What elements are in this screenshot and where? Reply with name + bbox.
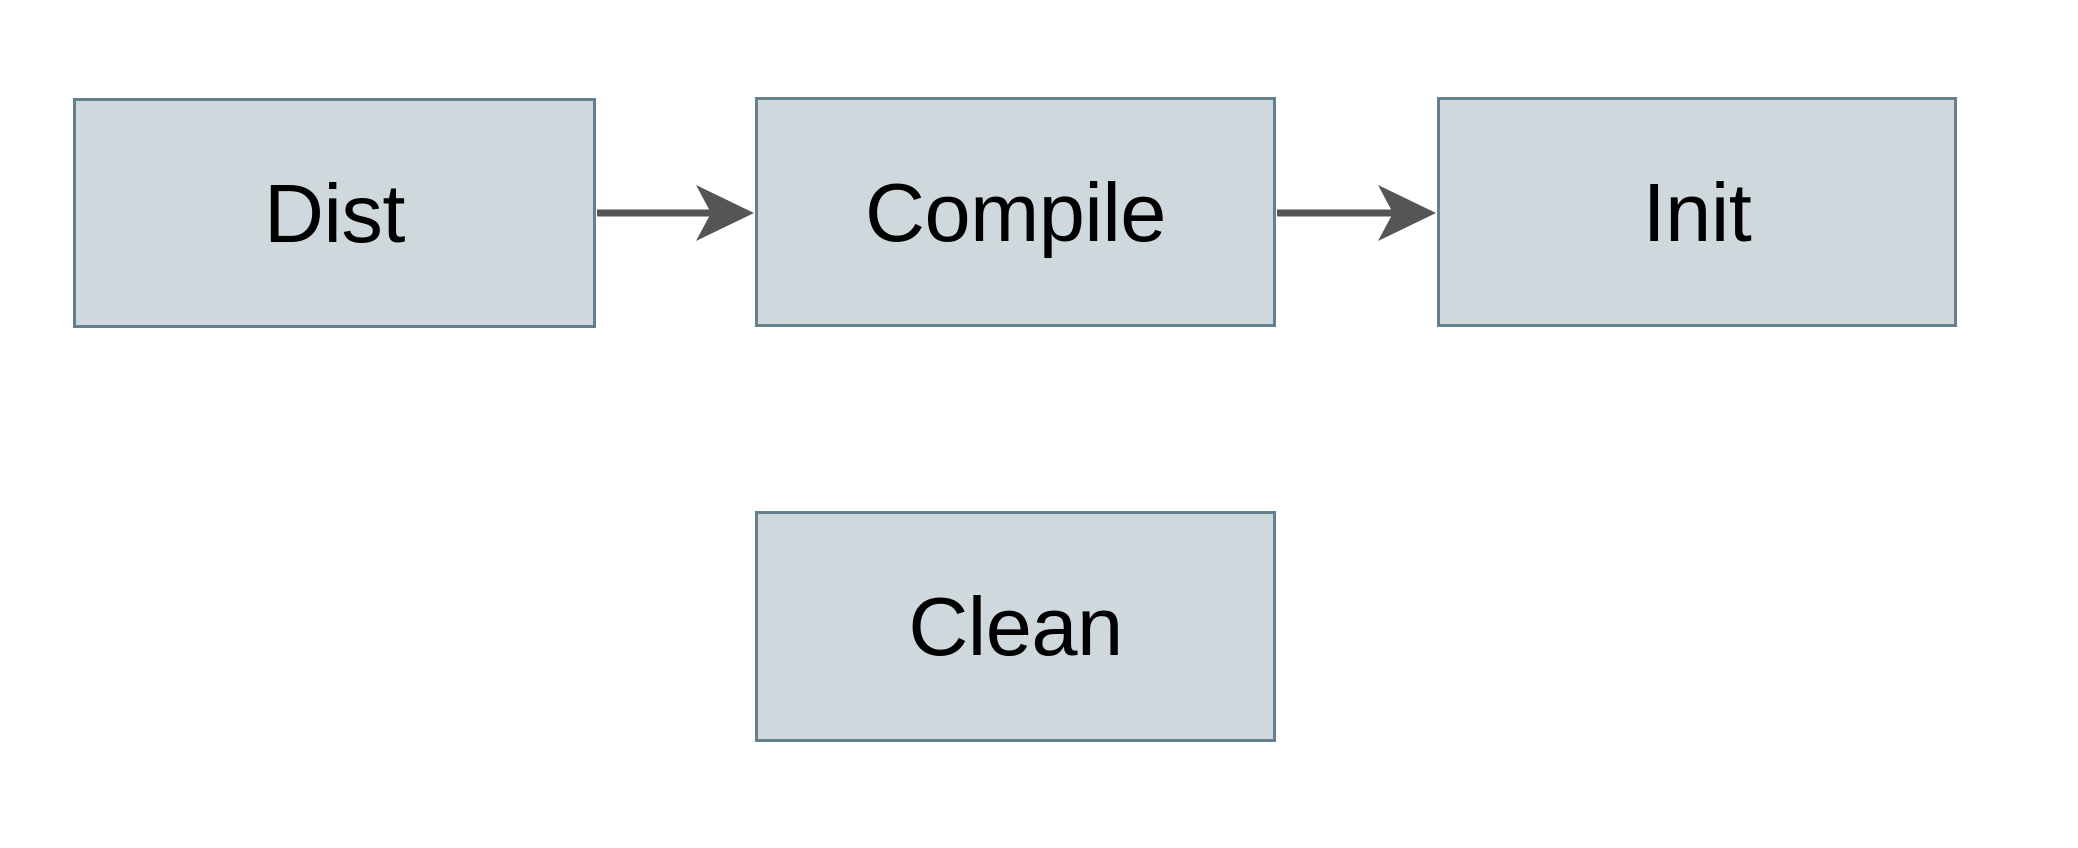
node-dist[interactable]: Dist bbox=[73, 98, 596, 328]
edge-compile-to-init[interactable] bbox=[1277, 185, 1436, 241]
node-init-label: Init bbox=[1642, 165, 1752, 259]
node-compile[interactable]: Compile bbox=[755, 97, 1276, 327]
edge-dist-to-compile-arrowhead bbox=[696, 185, 754, 241]
node-clean[interactable]: Clean bbox=[755, 511, 1276, 742]
edge-compile-to-init-arrowhead bbox=[1378, 185, 1436, 241]
edge-dist-to-compile[interactable] bbox=[597, 185, 754, 241]
node-dist-label: Dist bbox=[264, 166, 405, 260]
node-init[interactable]: Init bbox=[1437, 97, 1957, 327]
node-clean-label: Clean bbox=[908, 580, 1123, 673]
node-compile-label: Compile bbox=[865, 165, 1166, 259]
